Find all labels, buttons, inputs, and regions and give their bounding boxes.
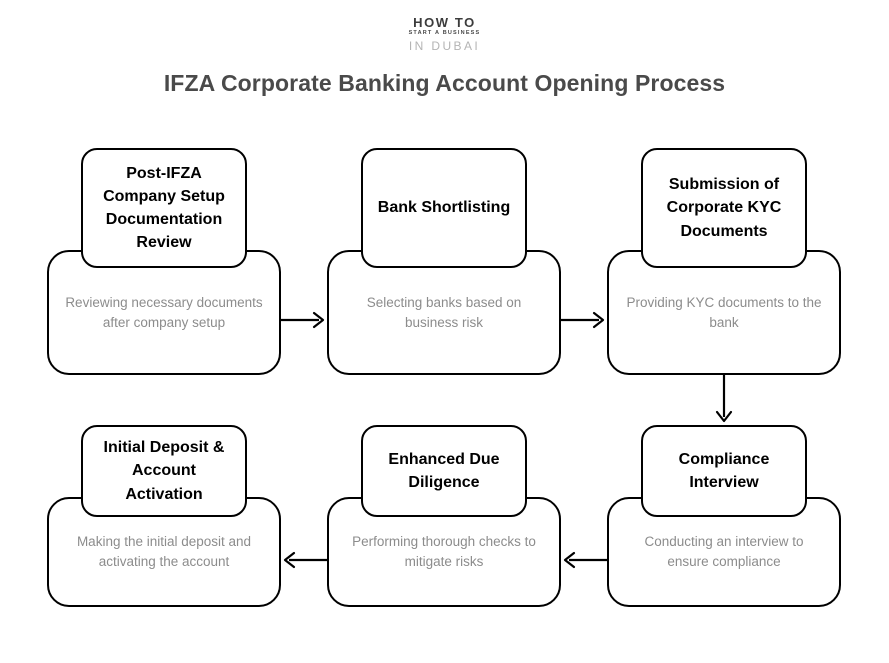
flow-node-description-step-6: Making the initial deposit and activatin… [76,534,252,569]
logo-line-how-to: HOW TO [413,15,476,30]
flow-node-title-step-1: Post-IFZA Company Setup Documentation Re… [103,164,225,252]
page-title: IFZA Corporate Banking Account Opening P… [163,70,726,96]
flow-node-title-step-4: Compliance Interview [678,450,770,491]
brand-logo: HOW TO START A BUSINESS IN DUBAI [0,16,889,52]
arrow-step-1-to-step-2 [281,308,327,332]
flow-node-description-step-1: Reviewing necessary documents after comp… [65,294,263,330]
flow-node-body-step-3: Providing KYC documents to the bank [607,250,841,375]
flow-node-title-step-5: Enhanced Due Diligence [388,450,500,491]
flow-node-header-step-3[interactable]: Submission of Corporate KYC Documents [641,148,807,268]
flow-node-description-step-4: Conducting an interview to ensure compli… [644,534,804,569]
flow-node-header-step-1[interactable]: Post-IFZA Company Setup Documentation Re… [81,148,247,268]
flow-node-header-step-2[interactable]: Bank Shortlisting [361,148,527,268]
flow-node-header-step-5[interactable]: Enhanced Due Diligence [361,425,527,517]
flow-node-header-step-4[interactable]: Compliance Interview [641,425,807,517]
flow-node-description-step-2: Selecting banks based on business risk [366,294,522,330]
flow-node-body-step-2: Selecting banks based on business risk [327,250,561,375]
flow-node-body-step-6: Making the initial deposit and activatin… [47,497,281,607]
arrow-step-4-to-step-5 [561,548,607,572]
flow-node-title-step-2: Bank Shortlisting [377,199,511,217]
flow-node-title-step-6: Initial Deposit & Account Activation [103,439,225,503]
arrow-step-3-to-step-4 [712,375,736,425]
logo-line-start-a-business: START A BUSINESS [408,30,481,36]
flow-node-title-step-3: Submission of Corporate KYC Documents [666,176,782,240]
flow-node-description-step-5: Performing thorough checks to mitigate r… [352,534,536,569]
flow-node-body-step-1: Reviewing necessary documents after comp… [47,250,281,375]
arrow-step-5-to-step-6 [281,548,327,572]
flow-node-description-step-3: Providing KYC documents to the bank [626,294,822,330]
flow-node-header-step-6[interactable]: Initial Deposit & Account Activation [81,425,247,517]
logo-line-in-dubai: IN DUBAI [408,38,481,53]
arrow-step-2-to-step-3 [561,308,607,332]
